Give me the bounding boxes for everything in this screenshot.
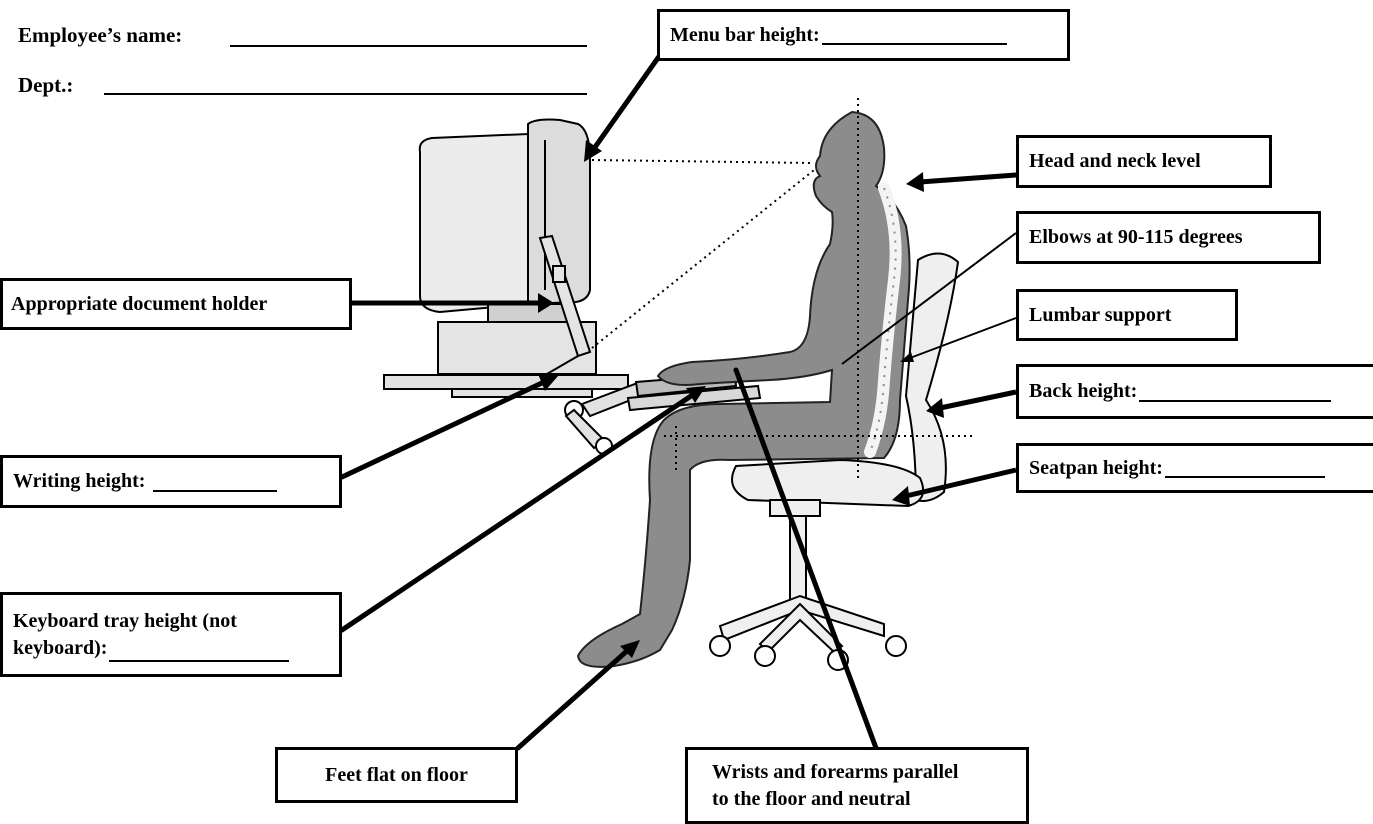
writing-height-label: Writing height: <box>13 470 145 493</box>
head-neck-label: Head and neck level <box>1029 150 1201 173</box>
keyboard-tray-label-line2: keyboard): <box>13 635 107 662</box>
elbows-label: Elbows at 90-115 degrees <box>1029 226 1243 249</box>
wrists-label-line1: Wrists and forearms parallel <box>712 759 958 786</box>
document-holder-label: Appropriate document holder <box>11 293 267 316</box>
dept-line[interactable] <box>104 93 587 95</box>
menu-bar-height-line[interactable] <box>822 25 1007 45</box>
menu-bar-height-box: Menu bar height: <box>657 9 1070 61</box>
wrists-label-line2: to the floor and neutral <box>712 786 911 813</box>
wrists-box: Wrists and forearms parallel to the floo… <box>685 747 1029 824</box>
seatpan-height-box: Seatpan height: <box>1016 443 1373 493</box>
document-holder-box: Appropriate document holder <box>0 278 352 330</box>
back-height-line[interactable] <box>1139 382 1331 402</box>
back-height-box: Back height: <box>1016 364 1373 419</box>
head-neck-box: Head and neck level <box>1016 135 1272 188</box>
seatpan-height-label: Seatpan height: <box>1029 457 1163 480</box>
lumbar-label: Lumbar support <box>1029 304 1171 327</box>
elbows-box: Elbows at 90-115 degrees <box>1016 211 1321 264</box>
employee-name-line[interactable] <box>230 45 587 47</box>
lumbar-box: Lumbar support <box>1016 289 1238 341</box>
dept-label: Dept.: <box>18 73 73 98</box>
feet-label: Feet flat on floor <box>325 764 468 787</box>
back-height-label: Back height: <box>1029 380 1137 403</box>
feet-box: Feet flat on floor <box>275 747 518 803</box>
keyboard-tray-label-line1: Keyboard tray height (not <box>13 608 237 635</box>
writing-height-line[interactable] <box>153 472 277 492</box>
keyboard-tray-row2: keyboard): <box>13 635 289 662</box>
desk-icon <box>384 375 646 454</box>
menu-bar-height-label: Menu bar height: <box>670 24 820 47</box>
keyboard-tray-box: Keyboard tray height (not keyboard): <box>0 592 342 677</box>
employee-name-label: Employee’s name: <box>18 23 182 48</box>
monitor-icon <box>420 120 596 375</box>
writing-height-box: Writing height: <box>0 455 342 508</box>
seatpan-height-line[interactable] <box>1165 458 1325 478</box>
keyboard-tray-line[interactable] <box>109 642 289 662</box>
